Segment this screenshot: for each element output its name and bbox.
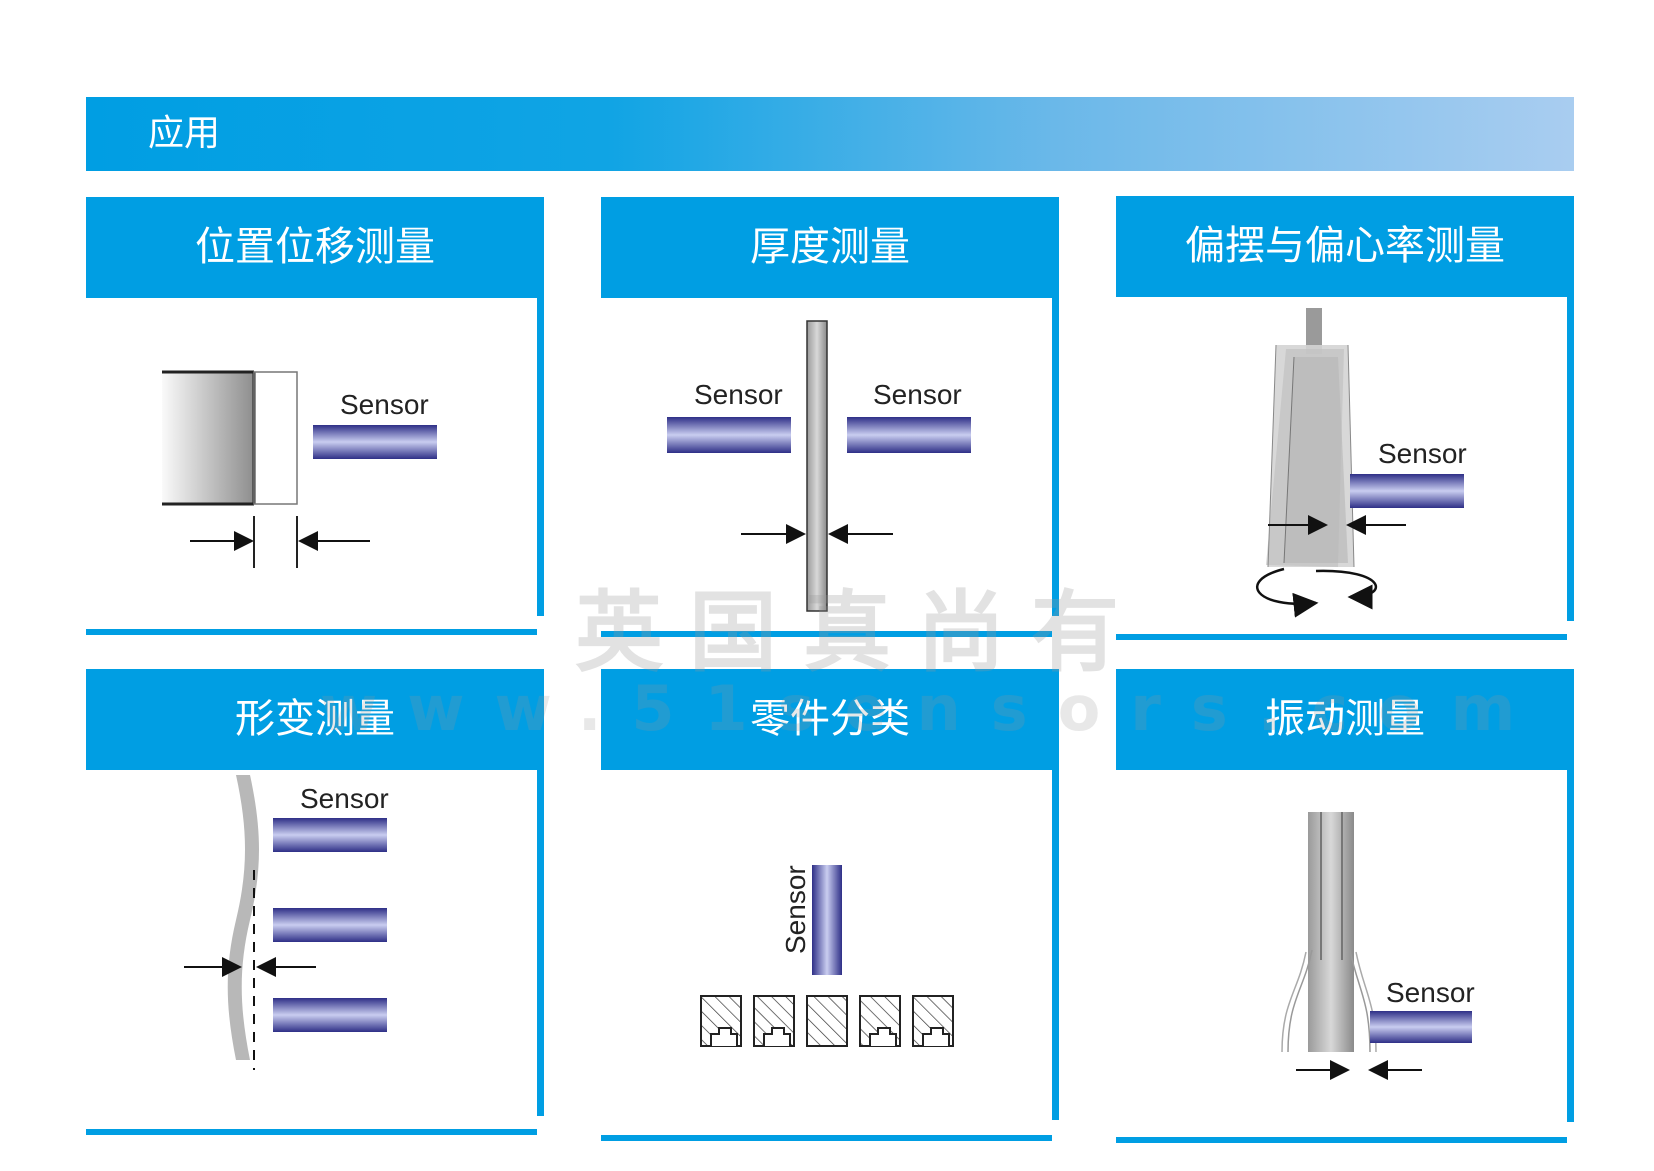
card-header: 零件分类 xyxy=(601,669,1059,770)
card-title: 偏摆与偏心率测量 xyxy=(1185,223,1505,269)
card-title: 位置位移测量 xyxy=(195,224,435,270)
card-header: 位置位移测量 xyxy=(86,197,544,298)
sensor-bar-left xyxy=(667,417,791,453)
deformation-diagram: Sensor xyxy=(184,775,389,1070)
vibration-diagram: Sensor xyxy=(1281,812,1475,1080)
card-header: 偏摆与偏心率测量 xyxy=(1116,196,1574,297)
shaft xyxy=(1308,812,1354,1052)
sensor-bar xyxy=(1370,1011,1472,1043)
watermark-url: www.51sensors.com xyxy=(320,672,1546,745)
sensor-bar-3 xyxy=(273,998,387,1032)
sensor-bar xyxy=(812,865,842,975)
card-runout: 偏摆与偏心率测量 Sensor xyxy=(1116,196,1574,640)
card-title: 厚度测量 xyxy=(750,224,910,270)
card-deformation: 形变测量 Sensor xyxy=(86,669,544,1135)
sensor-label: Sensor xyxy=(1386,977,1475,1008)
sensor-label: Sensor xyxy=(340,389,429,420)
sensor-label-left: Sensor xyxy=(694,379,783,410)
sensor-bar xyxy=(313,425,437,459)
sensor-label: Sensor xyxy=(1378,438,1467,469)
position-diagram: Sensor xyxy=(162,370,437,568)
card-thickness: 厚度测量 Sensor Sensor xyxy=(601,197,1059,637)
sensor-label: Sensor xyxy=(780,865,811,954)
parts-row xyxy=(700,995,954,1047)
sensor-bar-right xyxy=(847,417,971,453)
thickness-diagram: Sensor Sensor xyxy=(667,320,971,612)
sensor-label-right: Sensor xyxy=(873,379,962,410)
card-title: 形变测量 xyxy=(235,696,395,742)
card-header: 形变测量 xyxy=(86,669,544,770)
sensor-bar-1 xyxy=(273,818,387,852)
card-position-displacement: 位置位移测量 Sensor xyxy=(86,197,544,635)
card-vibration: 振动测量 Sensor xyxy=(1116,669,1574,1143)
part-sorting-diagram: Sensor xyxy=(700,865,954,1047)
sensor-label: Sensor xyxy=(300,783,389,814)
section-title: 应用 xyxy=(148,113,221,154)
plate xyxy=(806,320,828,612)
deforming-plate xyxy=(227,775,259,1060)
card-header: 厚度测量 xyxy=(601,197,1059,298)
sensor-bar-2 xyxy=(273,908,387,942)
card-header: 振动测量 xyxy=(1116,669,1574,770)
card-title: 振动测量 xyxy=(1265,696,1425,742)
card-part-sorting: 零件分类 Sensor xyxy=(601,669,1059,1141)
section-banner: 应用 xyxy=(86,97,1574,171)
watermark-company: 英国真尚有 xyxy=(575,581,1146,684)
card-title: 零件分类 xyxy=(750,696,910,742)
runout-diagram: Sensor xyxy=(1255,308,1467,618)
sensor-bar xyxy=(1350,474,1464,508)
